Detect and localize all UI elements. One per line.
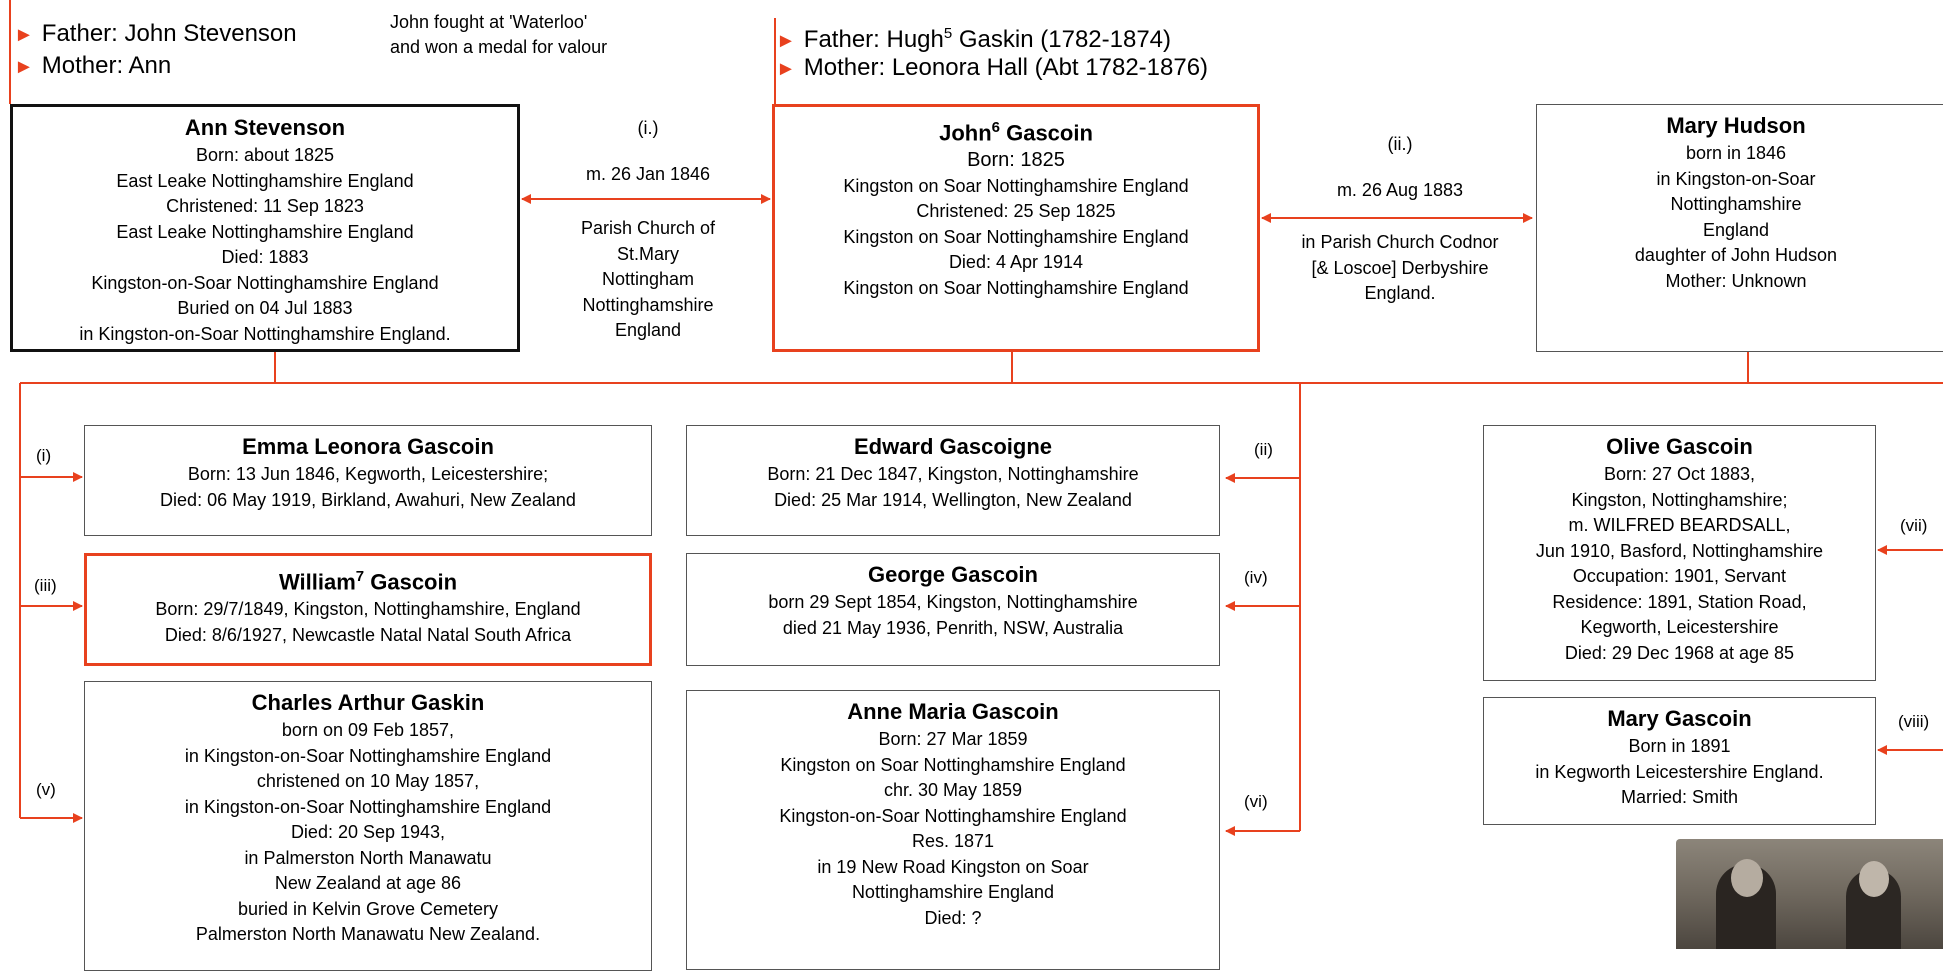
charles-gaskin-box[interactable]: Charles Arthur Gaskin born on 09 Feb 185… [84, 681, 652, 971]
person-name: Mary Hudson [1666, 113, 1806, 138]
george-gascoin-box[interactable]: George Gascoin born 29 Sept 1854, Kingst… [686, 553, 1220, 666]
mary-hudson-box[interactable]: Mary Hudson born in 1846 in Kingston-on-… [1536, 104, 1943, 352]
triangle-bullet-icon: ► [14, 24, 34, 46]
person-name: George Gascoin [868, 562, 1038, 587]
person-name: William7 Gascoin [278, 568, 458, 595]
john-mother: ►Mother: Leonora Hall (Abt 1782-1876) [776, 54, 1209, 81]
child-label-vii: (vii) [1900, 516, 1928, 535]
person-name: John6 Gascoin [939, 119, 1093, 146]
person-name: Olive Gascoin [1606, 434, 1753, 459]
john-gascoin-box[interactable]: John6 Gascoin Born: 1825 Kingston on Soa… [772, 104, 1260, 352]
mary-gascoin-box[interactable]: Mary Gascoin Born in 1891 in Kegworth Le… [1483, 697, 1876, 825]
anne-maria-gascoin-box[interactable]: Anne Maria Gascoin Born: 27 Mar 1859 Kin… [686, 690, 1220, 970]
emma-gascoin-box[interactable]: Emma Leonora Gascoin Born: 13 Jun 1846, … [84, 425, 652, 536]
ann-father: ►Father: John Stevenson [14, 20, 297, 47]
william-gascoin-box[interactable]: William7 Gascoin Born: 29/7/1849, Kingst… [84, 553, 652, 666]
edward-gascoigne-box[interactable]: Edward Gascoigne Born: 21 Dec 1847, King… [686, 425, 1220, 536]
child-label-vi: (vi) [1244, 792, 1268, 811]
marriage-2-number: (ii.) [1387, 134, 1413, 154]
person-name: Emma Leonora Gascoin [242, 434, 494, 459]
triangle-bullet-icon: ► [14, 56, 34, 78]
triangle-bullet-icon: ► [776, 58, 796, 80]
person-name: Edward Gascoigne [853, 434, 1053, 459]
person-name: Anne Maria Gascoin [847, 699, 1059, 724]
marriage-2-date: m. 26 Aug 1883 [1336, 180, 1464, 200]
person-name: Ann Stevenson [184, 115, 346, 140]
tree-connectors [9, 0, 1943, 836]
child-label-iv: (iv) [1244, 568, 1268, 587]
waterloo-note: John fought at 'Waterloo' and won a meda… [390, 12, 608, 57]
child-label-iii: (iii) [34, 576, 57, 595]
marriage-1-date: m. 26 Jan 1846 [585, 164, 711, 184]
john-father: ►Father: Hugh5 Gaskin (1782-1874) [776, 25, 1172, 53]
person-name: Charles Arthur Gaskin [251, 690, 485, 715]
olive-gascoin-box[interactable]: Olive Gascoin Born: 27 Oct 1883, Kingsto… [1483, 425, 1876, 681]
child-label-viii: (viii) [1898, 712, 1930, 731]
family-photo[interactable] [1676, 839, 1943, 949]
photo-face-left [1731, 859, 1763, 897]
ann-stevenson-box[interactable]: Ann Stevenson Born: about 1825 East Leak… [10, 104, 520, 352]
marriage-1-number: (i.) [637, 118, 659, 138]
child-label-i: (i) [36, 446, 52, 465]
person-name: Mary Gascoin [1607, 706, 1752, 731]
ann-mother: ►Mother: Ann [14, 52, 172, 79]
child-label-ii: (ii) [1254, 440, 1273, 459]
marriage-2-place: in Parish Church Codnor [& Loscoe] Derby… [1301, 232, 1499, 303]
triangle-bullet-icon: ► [776, 30, 796, 52]
marriage-1-place: Parish Church of St.Mary Nottingham Nott… [580, 218, 716, 340]
photo-face-right [1859, 861, 1889, 897]
child-label-v: (v) [36, 780, 56, 799]
